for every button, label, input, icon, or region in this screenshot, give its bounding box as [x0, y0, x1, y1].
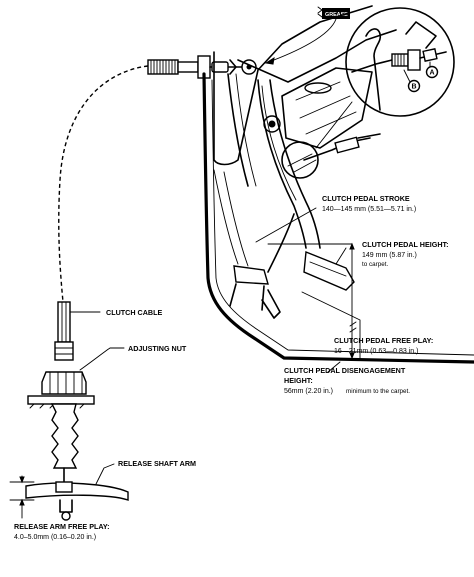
disengagement-title-line2: HEIGHT: — [284, 376, 313, 385]
pedal-free-play-title: CLUTCH PEDAL FREE PLAY: — [334, 336, 433, 345]
transmission-cable-assembly — [9, 301, 129, 521]
clutch-pedal-arm — [257, 79, 321, 273]
disengagement-note: minimum to the carpet. — [346, 388, 410, 395]
pedal-pad-rest — [303, 251, 355, 291]
pedal-dimension-lines — [255, 207, 361, 373]
pedal-height-note: to carpet. — [362, 261, 389, 268]
pedal-bracket — [213, 5, 397, 187]
pedal-stroke-value: 140—145 mm (5.51—5.71 in.) — [322, 206, 416, 213]
pedal-stroke-title: CLUTCH PEDAL STROKE — [322, 194, 410, 203]
pedal-arm-ghost — [213, 169, 249, 267]
cable-route-dashed — [58, 65, 149, 303]
point-b-label: B — [412, 84, 417, 91]
leader-release-shaft-arm — [95, 463, 115, 485]
adjusting-nut-label: ADJUSTING NUT — [128, 344, 187, 353]
clutch-cable-label: CLUTCH CABLE — [106, 308, 163, 317]
detail-locator-circle — [281, 141, 319, 179]
point-a-label: A — [430, 70, 435, 77]
release-arm-free-play-title: RELEASE ARM FREE PLAY: — [14, 522, 110, 531]
pedal-height-title: CLUTCH PEDAL HEIGHT: — [362, 240, 449, 249]
release-arm-free-play-value: 4.0–5.0mm (0.16–0.20 in.) — [14, 534, 96, 541]
pedal-pad-pressed — [229, 265, 281, 319]
firewall-floor-outline — [202, 72, 474, 364]
grease-label: GREASE — [325, 12, 348, 18]
disengagement-value: 56mm (2.20 in.) — [284, 388, 333, 395]
disengagement-title-line1: CLUTCH PEDAL DISENGAGEMENT — [284, 366, 406, 375]
release-shaft-arm-label: RELEASE SHAFT ARM — [118, 459, 196, 468]
inset-detail: A B — [345, 7, 455, 117]
cable-end-assembly — [147, 55, 257, 79]
leader-adjusting-nut — [79, 347, 125, 371]
pedal-free-play-value: 16—21mm (0.63—0.83 in.) — [334, 348, 418, 355]
pedal-height-value: 149 mm (5.87 in.) — [362, 252, 417, 259]
grease-tag: GREASE — [264, 6, 350, 65]
